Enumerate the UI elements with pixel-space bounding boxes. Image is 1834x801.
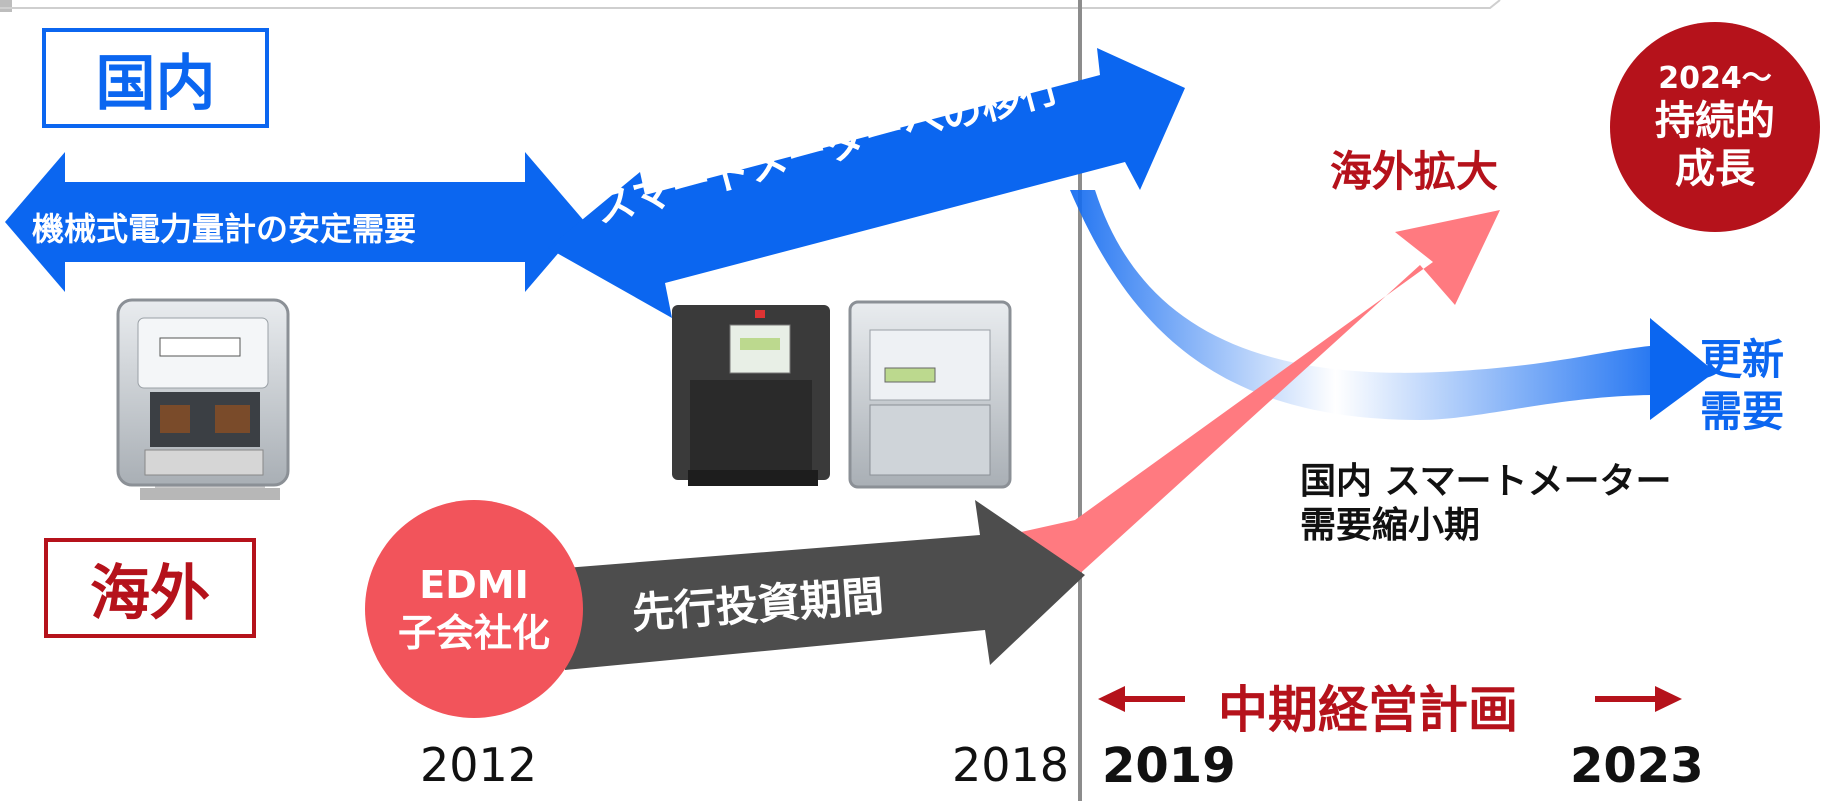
shrink-period-line2: 需要縮小期 xyxy=(1300,505,1481,546)
mechanical-meter-photo xyxy=(116,298,290,500)
growth-year: 2024〜 xyxy=(1658,61,1772,96)
sustainable-growth-badge: 2024〜 持続的 成長 xyxy=(1610,22,1820,232)
year-2019: 2019 xyxy=(1102,738,1236,794)
domestic-label: 国内 xyxy=(42,28,269,128)
growth-line2: 持続的 xyxy=(1655,98,1775,144)
edmi-acquisition-badge: EDMI 子会社化 xyxy=(365,500,583,718)
top-frame xyxy=(0,0,1501,12)
mid-term-arrows xyxy=(1098,686,1682,712)
edmi-name: EDMI xyxy=(419,563,529,607)
renewal-curve-arrow xyxy=(1070,190,1715,420)
overseas-expansion-text: 海外拡大 xyxy=(1330,147,1499,196)
growth-line3: 成長 xyxy=(1675,146,1755,192)
year-2012: 2012 xyxy=(420,738,538,792)
edmi-subsidiary: 子会社化 xyxy=(397,611,550,655)
year-2018: 2018 xyxy=(952,738,1070,792)
renewal-demand-line1: 更新 xyxy=(1700,335,1785,384)
shrink-period-line1: 国内 スマートメーター xyxy=(1300,461,1672,502)
overseas-growth-arrow xyxy=(985,210,1500,578)
overseas-label: 海外 xyxy=(44,538,256,638)
smart-meter-clear-photo xyxy=(848,300,1012,489)
year-2023: 2023 xyxy=(1570,738,1704,794)
renewal-demand-line2: 需要 xyxy=(1700,387,1785,436)
mid-term-plan-text: 中期経営計画 xyxy=(1218,681,1518,739)
stable-demand-text: 機械式電力量計の安定需要 xyxy=(32,210,417,248)
investment-arrow xyxy=(565,500,1085,670)
smart-transition-arrow xyxy=(548,48,1185,318)
smart-meter-black-photo xyxy=(672,305,830,486)
stable-demand-arrow xyxy=(5,152,585,292)
